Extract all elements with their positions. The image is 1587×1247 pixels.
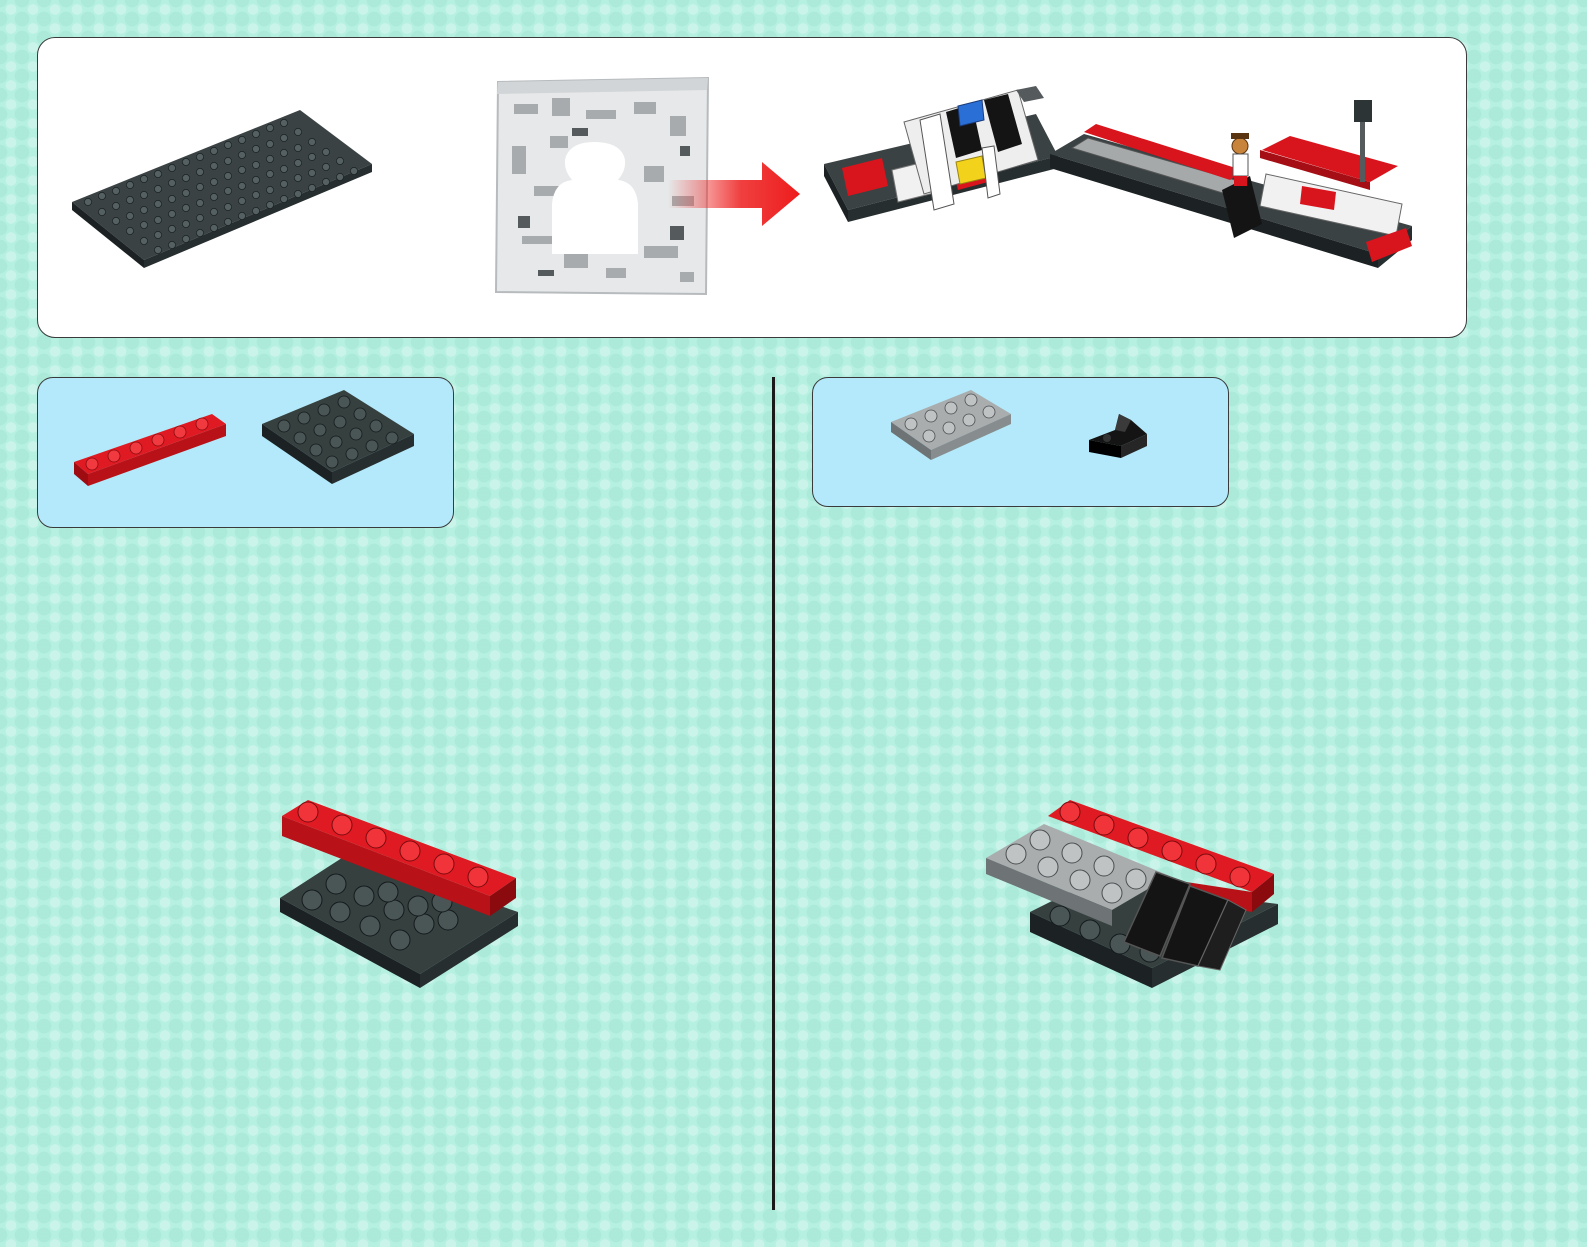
step2-assembly-image bbox=[984, 792, 1284, 1002]
step1-assembly-image bbox=[274, 792, 530, 1002]
arrow-right-icon bbox=[666, 160, 802, 228]
step1-parts-box bbox=[37, 377, 454, 528]
overview-panel bbox=[37, 37, 1467, 338]
baseplate-image bbox=[68, 106, 378, 271]
black-bracket-slope-image bbox=[1085, 412, 1155, 468]
step-divider bbox=[772, 377, 775, 1210]
completed-model-image bbox=[822, 86, 1462, 300]
gray-plate-2x4-image bbox=[889, 388, 1019, 468]
step2-parts-box bbox=[812, 377, 1229, 507]
dark-plate-4x4-image bbox=[260, 388, 420, 488]
red-plate-1x6-image bbox=[72, 412, 232, 492]
